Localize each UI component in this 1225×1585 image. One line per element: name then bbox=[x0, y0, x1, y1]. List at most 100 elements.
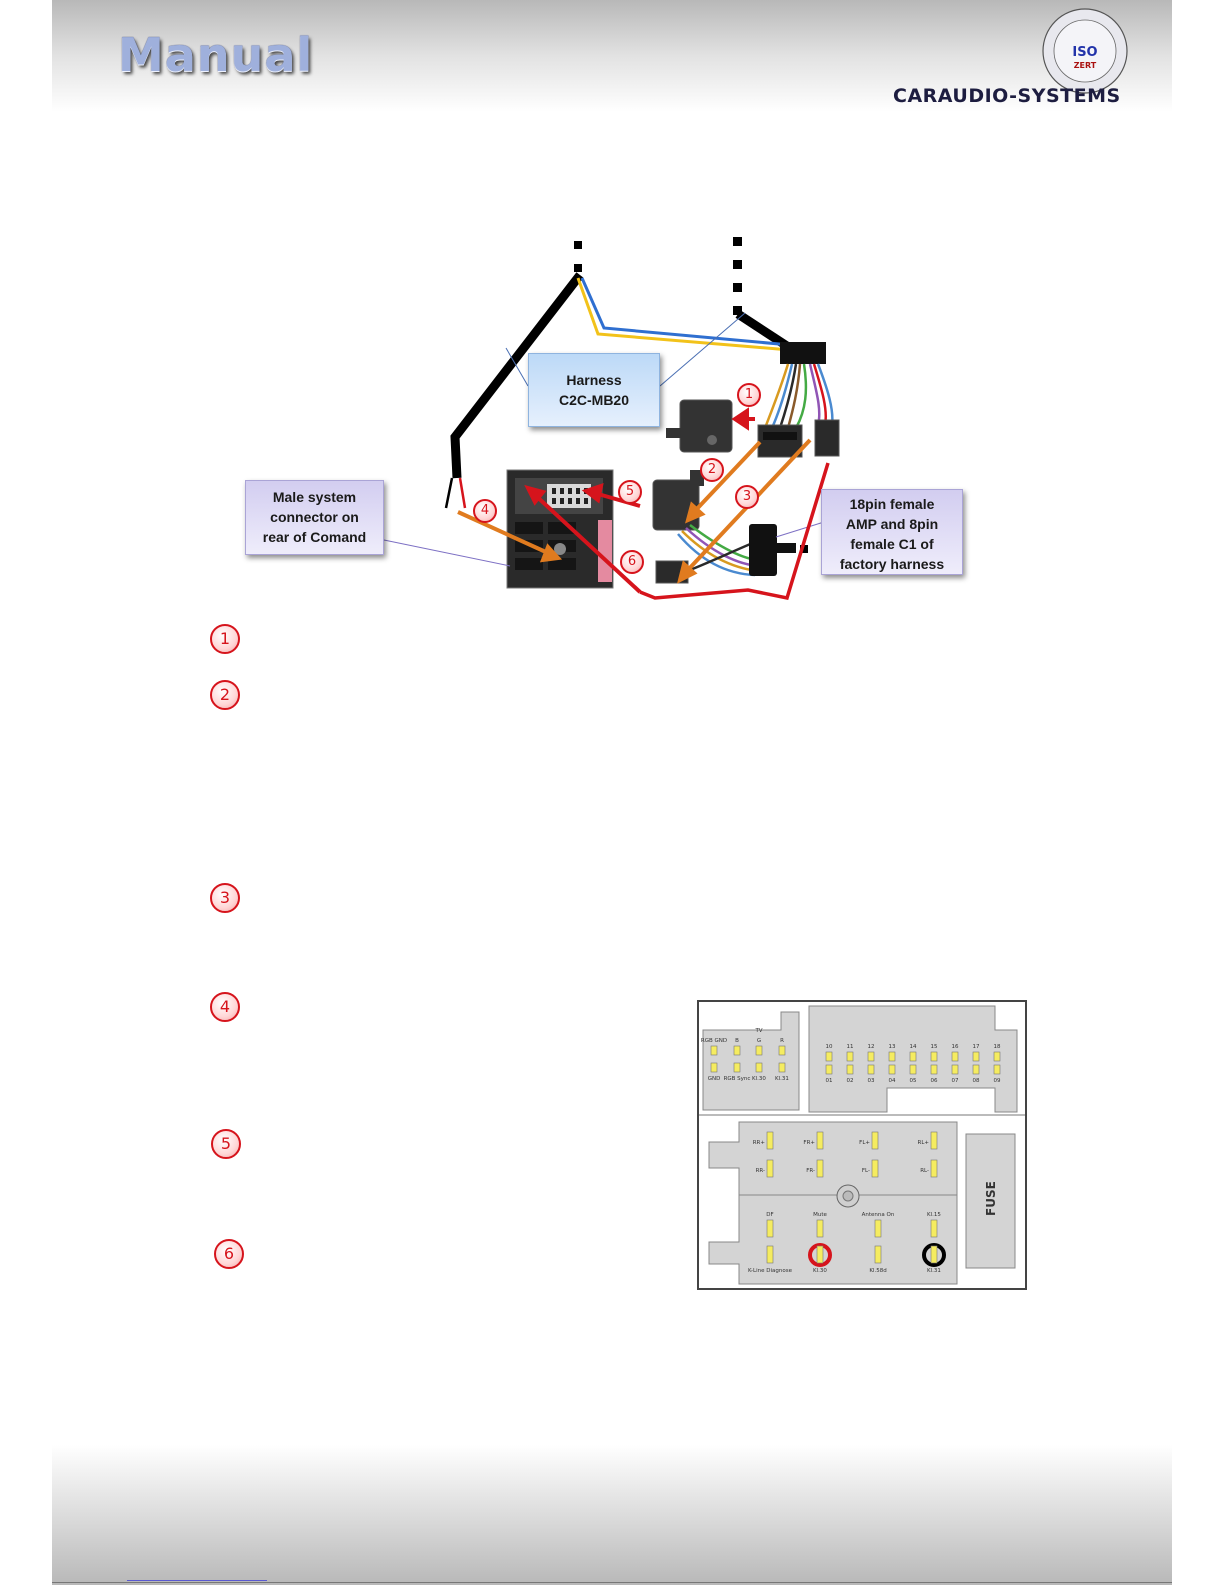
spk-plus-label-3: RL+ bbox=[918, 1140, 930, 1146]
row-top-label-3: 13 bbox=[889, 1044, 896, 1050]
tv-bottom-label-3: Kl.31 bbox=[775, 1076, 789, 1082]
row-top-pin-7 bbox=[972, 1051, 980, 1062]
row-bottom-pin-6 bbox=[951, 1064, 959, 1075]
step-marker-3: 3 bbox=[210, 883, 240, 913]
spk-plus-pin-3 bbox=[930, 1131, 938, 1150]
spk-minus-label-1: FR- bbox=[806, 1168, 815, 1174]
female-connector-label: 18pin female AMP and 8pin female C1 of f… bbox=[821, 489, 963, 575]
harness-label: Harness C2C-MB20 bbox=[528, 353, 660, 427]
harness-label-line2: C2C-MB20 bbox=[558, 392, 629, 408]
tv-bottom-label-0: GND bbox=[708, 1076, 721, 1082]
row-top-label-5: 15 bbox=[931, 1044, 938, 1050]
row-bottom-pin-4 bbox=[909, 1064, 917, 1075]
tv-top-label-0: RGB GND bbox=[701, 1038, 727, 1044]
spk-plus-label-0: RR+ bbox=[753, 1140, 766, 1146]
harness-label-line1: Harness bbox=[566, 372, 622, 388]
diagram-callout-1: 1 bbox=[737, 383, 761, 407]
row-bottom-pin-8 bbox=[993, 1064, 1001, 1075]
row-top-pin-5 bbox=[930, 1051, 938, 1062]
row-bottom-label-1: 02 bbox=[847, 1078, 854, 1084]
spk-plus-label-2: FL+ bbox=[859, 1140, 870, 1146]
ctrl-bottom-pin-3 bbox=[930, 1245, 938, 1264]
row-bottom-label-7: 08 bbox=[973, 1078, 980, 1084]
manual-logo: Manual bbox=[118, 28, 314, 82]
tv-top-pin-2 bbox=[755, 1045, 763, 1056]
ctrl-top-pin-2 bbox=[874, 1219, 882, 1238]
diagram-callout-5: 5 bbox=[618, 480, 642, 504]
tv-top-pin-3 bbox=[778, 1045, 786, 1056]
female-label-line2: AMP and 8pin bbox=[845, 516, 939, 532]
female-label-line4: factory harness bbox=[839, 556, 945, 572]
ctrl-top-label-2: Antenna On bbox=[862, 1212, 895, 1218]
spk-minus-pin-2 bbox=[871, 1159, 879, 1178]
step-marker-4: 4 bbox=[210, 992, 240, 1022]
step-marker-5: 5 bbox=[211, 1129, 241, 1159]
row-bottom-label-8: 09 bbox=[994, 1078, 1001, 1084]
row-bottom-pin-2 bbox=[867, 1064, 875, 1075]
row-top-label-7: 17 bbox=[973, 1044, 980, 1050]
page-footer bbox=[52, 1445, 1172, 1585]
tv-bottom-pin-3 bbox=[778, 1062, 786, 1073]
footer-rule bbox=[52, 1582, 1172, 1583]
ctrl-bottom-label-0: K-Line Diagnose bbox=[748, 1268, 793, 1274]
row-bottom-pin-5 bbox=[930, 1064, 938, 1075]
step-marker-6: 6 bbox=[214, 1239, 244, 1269]
kl31-highlight-ring bbox=[922, 1243, 946, 1267]
diagram-callout-6: 6 bbox=[620, 550, 644, 574]
spk-plus-label-1: FR+ bbox=[803, 1140, 815, 1146]
page-header bbox=[52, 0, 1172, 112]
row-top-label-2: 12 bbox=[868, 1044, 875, 1050]
tv-top-pin-1 bbox=[733, 1045, 741, 1056]
step-marker-1: 1 bbox=[210, 624, 240, 654]
row-top-pin-0 bbox=[825, 1051, 833, 1062]
spk-minus-pin-1 bbox=[816, 1159, 824, 1178]
ctrl-bottom-label-1: Kl.30 bbox=[813, 1268, 827, 1274]
spk-minus-label-0: RR- bbox=[756, 1168, 765, 1174]
spk-plus-pin-0 bbox=[766, 1131, 774, 1150]
ctrl-bottom-pin-2 bbox=[874, 1245, 882, 1264]
row-top-pin-8 bbox=[993, 1051, 1001, 1062]
female-label-line1: 18pin female bbox=[849, 496, 935, 512]
footer-link-underline bbox=[127, 1580, 267, 1581]
row-top-label-0: 10 bbox=[826, 1044, 833, 1050]
male-label-line3: rear of Comand bbox=[262, 529, 367, 545]
row-top-pin-6 bbox=[951, 1051, 959, 1062]
ctrl-bottom-pin-1 bbox=[816, 1245, 824, 1264]
ctrl-top-label-1: Mute bbox=[813, 1212, 827, 1218]
spk-plus-pin-2 bbox=[871, 1131, 879, 1150]
row-bottom-label-3: 04 bbox=[889, 1078, 896, 1084]
diagram-callout-3: 3 bbox=[735, 485, 759, 509]
row-top-pin-2 bbox=[867, 1051, 875, 1062]
svg-text:ZERT: ZERT bbox=[1074, 61, 1097, 70]
row-bottom-pin-7 bbox=[972, 1064, 980, 1075]
spk-minus-pin-0 bbox=[766, 1159, 774, 1178]
spk-plus-pin-1 bbox=[816, 1131, 824, 1150]
ctrl-bottom-label-3: Kl.31 bbox=[927, 1268, 941, 1274]
male-label-line2: connector on bbox=[270, 509, 359, 525]
female-label-line3: female C1 of bbox=[850, 536, 934, 552]
svg-text:ISO: ISO bbox=[1072, 45, 1097, 60]
row-bottom-label-6: 07 bbox=[952, 1078, 959, 1084]
diagram-callout-4: 4 bbox=[473, 499, 497, 523]
row-top-pin-1 bbox=[846, 1051, 854, 1062]
spk-minus-pin-3 bbox=[930, 1159, 938, 1178]
male-label-line1: Male system bbox=[272, 489, 357, 505]
row-top-label-6: 16 bbox=[952, 1044, 959, 1050]
tv-header-label: TV bbox=[754, 1028, 762, 1034]
iso-seal: ISO ZERT bbox=[1042, 8, 1128, 94]
ctrl-bottom-pin-0 bbox=[766, 1245, 774, 1264]
spk-minus-label-2: FL- bbox=[862, 1168, 870, 1174]
row-top-pin-3 bbox=[888, 1051, 896, 1062]
diagram-callout-2: 2 bbox=[700, 458, 724, 482]
row-top-label-4: 14 bbox=[910, 1044, 917, 1050]
row-top-label-1: 11 bbox=[847, 1044, 854, 1050]
row-bottom-label-0: 01 bbox=[826, 1078, 833, 1084]
tv-top-pin-0 bbox=[710, 1045, 718, 1056]
ctrl-bottom-label-2: Kl.58d bbox=[869, 1268, 886, 1274]
ctrl-top-label-0: DF bbox=[766, 1212, 773, 1218]
step-marker-2: 2 bbox=[210, 680, 240, 710]
ctrl-top-label-3: Kl.15 bbox=[927, 1212, 941, 1218]
